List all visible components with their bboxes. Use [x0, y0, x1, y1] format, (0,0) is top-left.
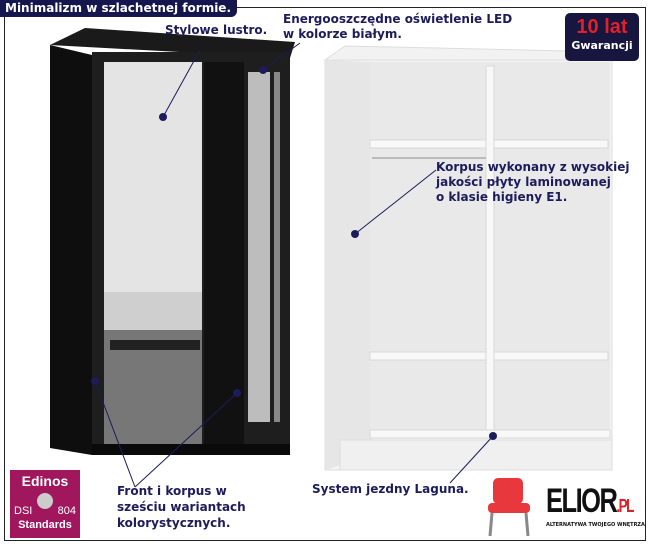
white-wardrobe: [323, 45, 613, 471]
elior-logo: ELIOR.PL: [546, 482, 634, 521]
warranty-years: 10 lat: [576, 16, 628, 38]
edinos-name: Edinos: [21, 473, 69, 489]
warranty-label: Gwarancji: [571, 39, 633, 52]
edinos-logo: Edinos DSI 804 Standards: [10, 470, 80, 538]
callout-mirror: Stylowe lustro.: [165, 23, 268, 37]
brand-tagline: ALTERNATYWA TWOJEGO WNĘTRZA: [546, 522, 645, 528]
edinos-standards: Standards: [18, 519, 72, 531]
callout-front-line1: Front i korpus w: [117, 484, 227, 498]
edinos-right: 804: [57, 505, 76, 517]
callout-led-line1: Energooszczędne oświetlenie LED: [283, 12, 513, 26]
edinos-left: DSI: [14, 505, 33, 517]
callout-body-line2: jakości płyty laminowanej: [436, 175, 611, 189]
callout-front-line3: kolorystycznych.: [117, 516, 231, 530]
callout-front-line2: sześciu wariantach: [117, 500, 246, 514]
chair-icon: [488, 478, 530, 537]
callout-led-line2: w kolorze białym.: [283, 27, 402, 41]
callout-lines: [94, 42, 494, 488]
brand-suffix: .PL: [616, 496, 634, 516]
callout-body-line3: o klasie higieny E1.: [436, 190, 568, 204]
warranty-badge: 10 lat Gwarancji: [565, 13, 639, 61]
image-frame: [4, 7, 646, 541]
brand-name: ELIOR: [546, 482, 618, 520]
callout-body-line1: Korpus wykonany z wysokiej: [436, 160, 630, 174]
black-wardrobe: [50, 28, 295, 455]
callout-dots: [91, 66, 497, 440]
callout-system: System jezdny Laguna.: [312, 482, 469, 496]
headline: Minimalizm w szlachetnej formie.: [0, 0, 238, 17]
